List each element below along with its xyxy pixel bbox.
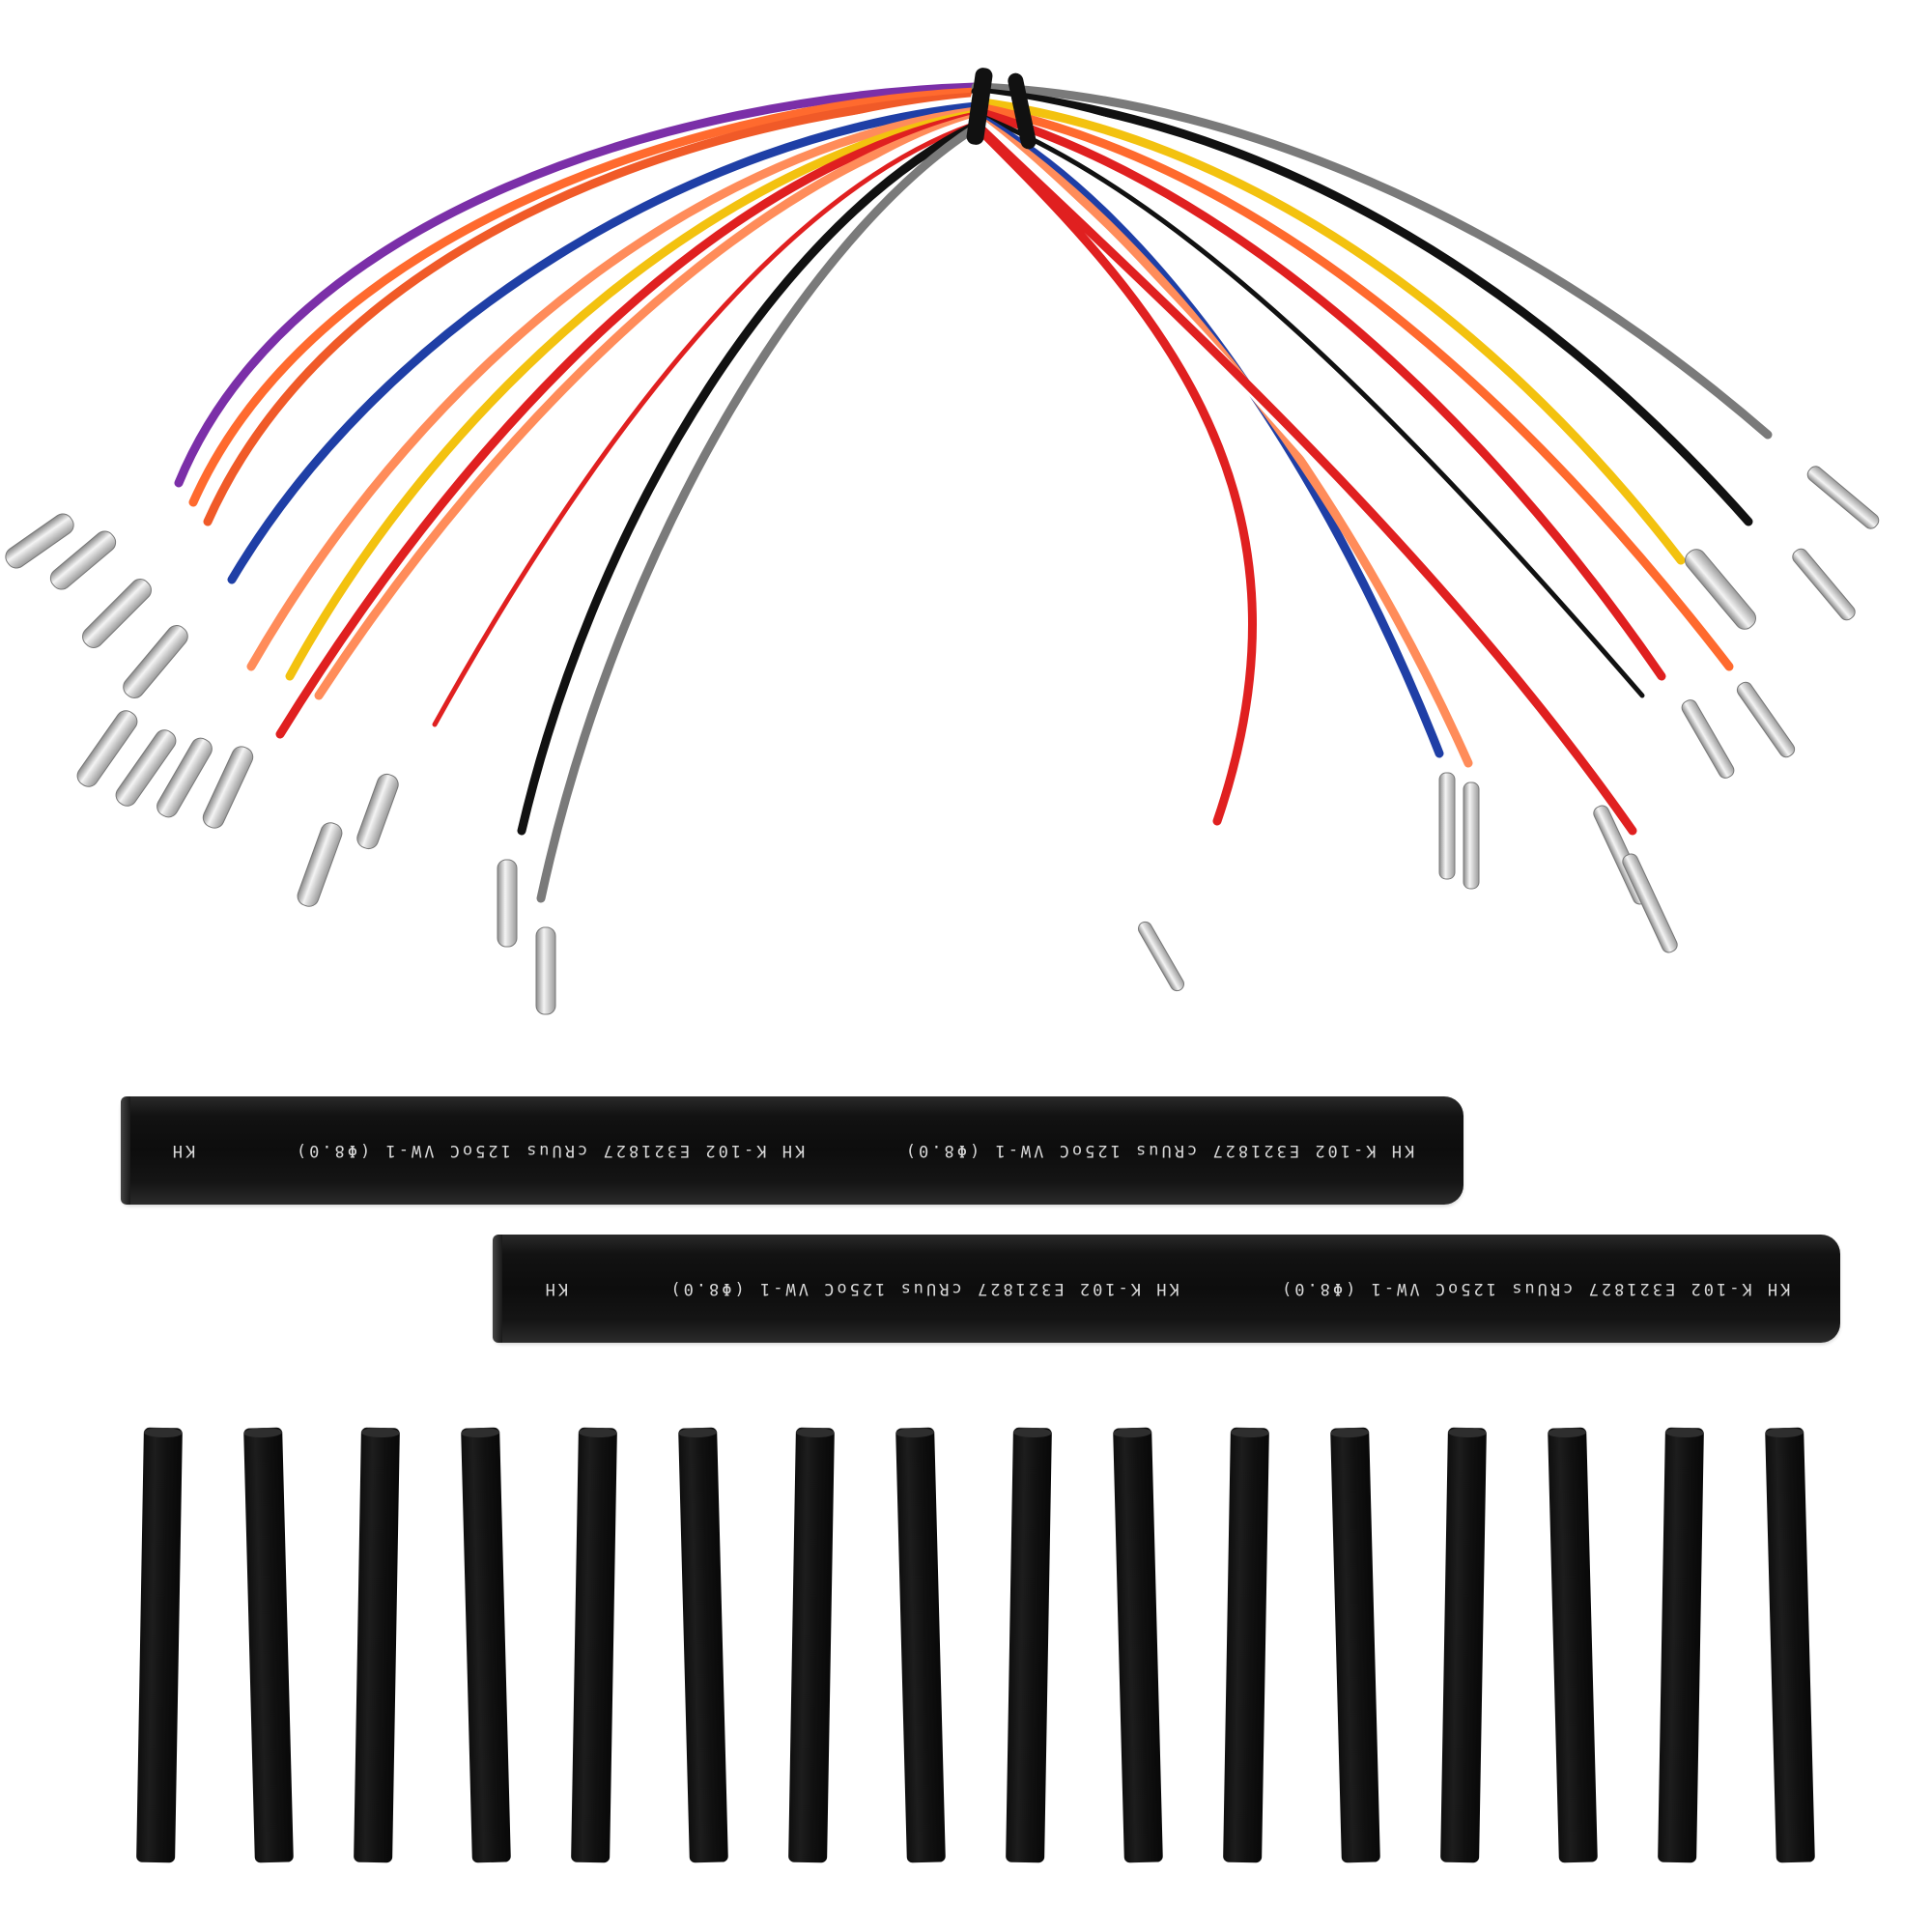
- tube-opening: [677, 1427, 717, 1438]
- small-heat-shrink-tube: [1658, 1427, 1704, 1863]
- tube-opening: [460, 1427, 499, 1438]
- small-heat-shrink-tube: [460, 1427, 511, 1863]
- tube-opening: [1012, 1427, 1052, 1438]
- tube-opening: [1230, 1427, 1269, 1438]
- tube-label: KH: [169, 1141, 196, 1160]
- tube-opening: [1764, 1427, 1804, 1438]
- tube-print: KH K-102 E321827 cRUus 125oC VW-1 (Φ8.0)…: [493, 1279, 1840, 1298]
- tube-opening: [1664, 1427, 1704, 1438]
- small-heat-shrink-tube: [1440, 1427, 1487, 1863]
- small-heat-shrink-tube: [1112, 1427, 1163, 1863]
- tube-opening: [895, 1427, 934, 1438]
- small-heat-shrink-tube: [895, 1427, 946, 1863]
- tube-opening: [143, 1427, 183, 1438]
- tube-label: KH K-102 E321827 cRUus 125oC VW-1 (Φ8.0): [1278, 1279, 1791, 1298]
- small-heat-shrink-tube: [354, 1427, 400, 1863]
- tube-opening: [360, 1427, 400, 1438]
- tube-print: KH K-102 E321827 cRUus 125oC VW-1 (Φ8.0)…: [121, 1141, 1463, 1160]
- small-heat-shrink-tube: [136, 1427, 183, 1863]
- tube-opening: [578, 1427, 617, 1438]
- tube-opening: [1447, 1427, 1487, 1438]
- tube-opening: [1112, 1427, 1151, 1438]
- small-heat-shrink-tube: [677, 1427, 728, 1863]
- tube-label: KH K-102 E321827 cRUus 125oC VW-1 (Φ8.0): [293, 1141, 806, 1160]
- tube-opening: [1329, 1427, 1369, 1438]
- tube-opening: [242, 1427, 282, 1438]
- large-heat-shrink-tube-1: KH K-102 E321827 cRUus 125oC VW-1 (Φ8.0)…: [121, 1096, 1463, 1205]
- tube-end: [121, 1096, 130, 1205]
- small-heat-shrink-tube: [571, 1427, 617, 1863]
- wire-harness: [5, 68, 1880, 1015]
- tube-opening: [1547, 1427, 1586, 1438]
- small-heat-shrink-tube: [1547, 1427, 1598, 1863]
- tube-label: KH: [542, 1279, 569, 1298]
- tube-opening: [795, 1427, 835, 1438]
- tube-label: KH K-102 E321827 cRUus 125oC VW-1 (Φ8.0): [902, 1141, 1415, 1160]
- small-heat-shrink-tube: [1223, 1427, 1269, 1863]
- small-heat-shrink-tube: [788, 1427, 835, 1863]
- tube-label: KH K-102 E321827 cRUus 125oC VW-1 (Φ8.0): [668, 1279, 1179, 1298]
- large-heat-shrink-tube-2: KH K-102 E321827 cRUus 125oC VW-1 (Φ8.0)…: [493, 1235, 1840, 1343]
- small-heat-shrink-tube: [1329, 1427, 1380, 1863]
- small-heat-shrink-tube: [1006, 1427, 1052, 1863]
- tube-end: [493, 1235, 502, 1343]
- small-heat-shrink-tube: [1764, 1427, 1815, 1863]
- small-heat-shrink-tube: [242, 1427, 294, 1863]
